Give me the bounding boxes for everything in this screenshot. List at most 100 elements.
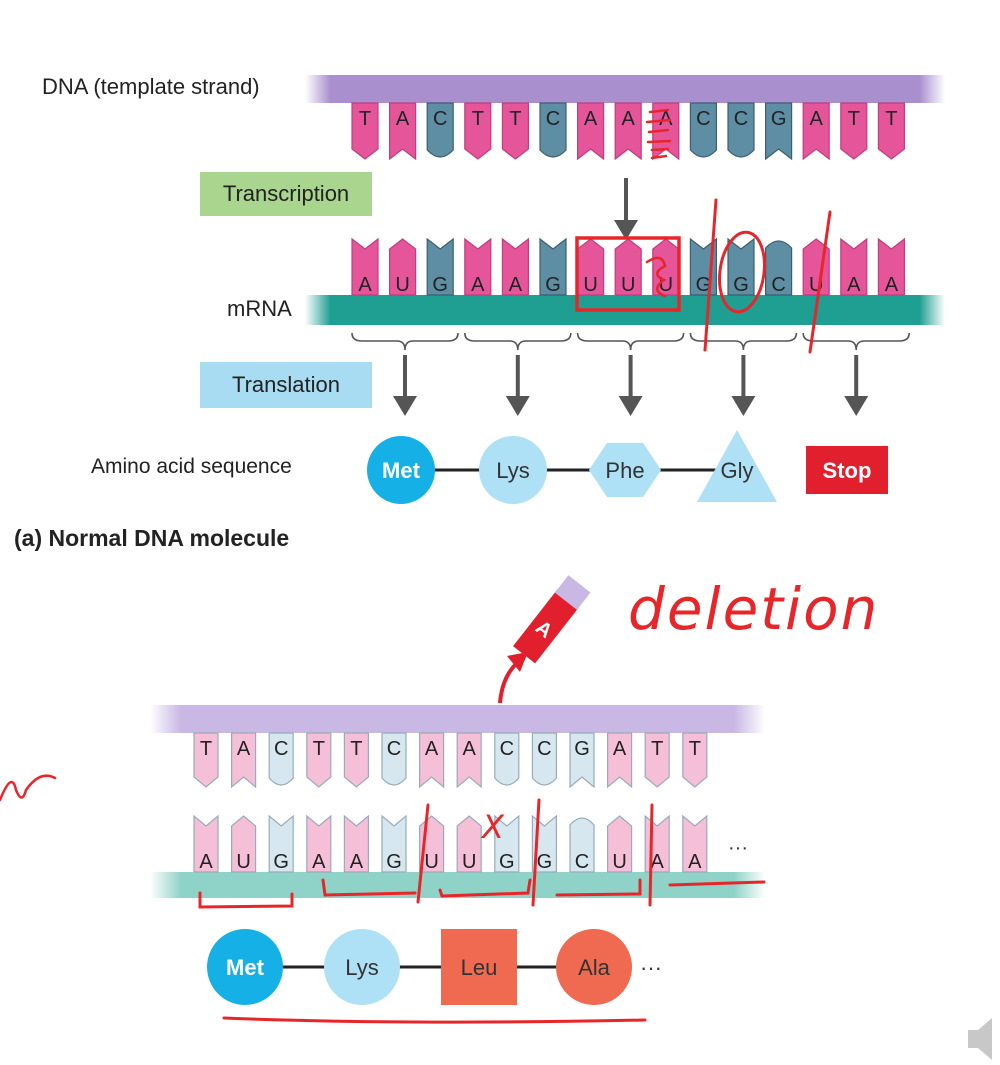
mutant-dna-base-12-shape: [607, 732, 633, 789]
translation-arrow-head-3: [618, 396, 643, 416]
mutant-dna-base-13-shape: [644, 732, 670, 788]
mutant-mrna-base-10-letter: G: [537, 851, 553, 873]
dna-template-label: DNA (template strand): [42, 74, 260, 99]
dna-base-5-letter: T: [509, 108, 521, 130]
mutant-dna-base-5-letter: T: [350, 738, 362, 760]
mrna-base-12-letter: C: [771, 274, 785, 296]
mutant-dna-base-14-shape: [682, 732, 708, 788]
dna-base-13: A: [802, 102, 830, 161]
amino-acid-sequence-label: Amino acid sequence: [91, 455, 292, 478]
dna-base-7: A: [577, 102, 605, 161]
dna-base-14-shape: [840, 102, 868, 160]
mrna-base-11-letter: G: [733, 274, 749, 296]
mrna-base-2-shape: [389, 238, 417, 296]
dna-base-9-letter: A: [659, 108, 673, 130]
mrna-base-3: G: [426, 237, 454, 296]
amino-acid-lys: Lys: [479, 436, 547, 504]
mutant-dna-base-4: T: [306, 732, 332, 788]
mutant-amino-acid-lys: Lys: [324, 929, 400, 1005]
mrna-base-1-letter: A: [358, 274, 372, 296]
mrna-base-4-letter: A: [471, 274, 485, 296]
mutant-dna-base-2-letter: A: [237, 738, 251, 760]
transcription-label: Transcription: [222, 181, 350, 206]
mutant-mrna-base-12: U: [607, 815, 633, 873]
mrna-base-6-letter: G: [545, 274, 561, 296]
dna-base-5: T: [501, 102, 529, 160]
mutant-mrna-base-9: G: [494, 814, 520, 873]
mutant-dna-base-1: T: [193, 732, 219, 788]
dna-base-2-shape: [389, 102, 417, 161]
mutant-dna-base-5-shape: [343, 732, 369, 788]
mrna-base-14-letter: A: [847, 274, 861, 296]
dna-base-3-shape: [426, 102, 454, 158]
amino-acid-met-label: Met: [382, 458, 421, 483]
mrna-base-11: G: [727, 237, 755, 296]
handwritten-annotations: [0, 108, 832, 1024]
mutant-mrna-base-8-letter: U: [462, 851, 476, 873]
amino-acid-stop: Stop: [806, 446, 888, 494]
mutant-dna-base-9-shape: [494, 732, 520, 786]
mutant-dna-base-6-shape: [381, 732, 407, 786]
mutant-mrna-base-1-letter: A: [199, 851, 213, 873]
mutant-dna-base-3-letter: C: [274, 738, 288, 760]
mutant-mrna-base-1-shape: [193, 814, 219, 873]
dna-base-10: C: [689, 102, 717, 158]
mrna-base-9-shape: [652, 238, 680, 296]
transcription-arrow-head: [614, 220, 638, 240]
mutant-mrna-base-14-letter: A: [688, 851, 702, 873]
mutant-mrna-base-13-letter: A: [651, 851, 665, 873]
dna-base-14: T: [840, 102, 868, 160]
mutant-amino-acid-leu: Leu: [441, 929, 517, 1005]
mutant-mrna-base-3-letter: G: [273, 851, 289, 873]
dna-base-7-shape: [577, 102, 605, 161]
panel-a-caption: (a) Normal DNA molecule: [14, 525, 290, 551]
mrna-base-8: U: [614, 238, 642, 296]
codon-brace-3: [576, 332, 685, 351]
codon-brace-1: [351, 332, 459, 351]
mutant-mrna-base-14-shape: [682, 814, 708, 873]
mutant-dna-base-1-shape: [193, 732, 219, 788]
translation-arrow-head-5: [844, 396, 869, 416]
mrna-base-15-shape: [877, 237, 905, 296]
dna-base-12-shape: [765, 102, 793, 161]
mutant-dna-base-13-letter: T: [651, 738, 663, 760]
mrna-base-15-letter: A: [885, 274, 899, 296]
mutant-mrna-base-8: U: [456, 815, 482, 873]
dna-base-15-shape: [877, 102, 905, 160]
dna-base-11-letter: C: [734, 108, 748, 130]
mutant-dna-base-6: C: [381, 732, 407, 786]
mutant-mrna-base-2-letter: U: [236, 851, 250, 873]
dna-base-10-shape: [689, 102, 717, 158]
mutant-mrna-base-12-shape: [607, 815, 633, 873]
dna-base-14-letter: T: [848, 108, 860, 130]
mutant-mrna-base-12-letter: U: [612, 851, 626, 873]
amino-acid-lys-label: Lys: [496, 458, 529, 483]
mutant-mrna-base-5-shape: [343, 814, 369, 873]
mutant-dna-base-2: A: [231, 732, 257, 789]
deleted-base-pointer: A: [513, 575, 591, 664]
translation-arrow-head-2: [505, 396, 530, 416]
amino-acid-gly: Gly: [697, 430, 777, 502]
mrna-base-10-letter: G: [696, 274, 712, 296]
mrna-base-2-letter: U: [395, 274, 409, 296]
mutant-mrna-base-3-shape: [268, 814, 294, 873]
mrna-ellipsis: ···: [728, 837, 748, 859]
mrna-base-3-letter: G: [432, 274, 448, 296]
mutant-dna-base-12: A: [607, 732, 633, 789]
mrna-base-6: G: [539, 237, 567, 296]
mutant-mrna-base-4: A: [306, 814, 332, 873]
mrna-base-1-shape: [351, 237, 379, 296]
mutant-amino-acid-ala: Ala: [556, 929, 632, 1005]
dna-base-1: T: [351, 102, 379, 160]
dna-base-6-shape: [539, 102, 567, 158]
mutant-dna-base-10-shape: [531, 732, 557, 786]
dna-base-2: A: [389, 102, 417, 161]
deletion-arrow: [498, 662, 518, 704]
mrna-base-6-shape: [539, 237, 567, 296]
mutant-amino-acid-leu-label: Leu: [461, 955, 498, 980]
deletion-arrow-head: [507, 652, 528, 672]
mutant-dna-base-4-letter: T: [313, 738, 325, 760]
mutant-mrna-base-6-shape: [381, 814, 407, 873]
mutant-dna-base-6-letter: C: [387, 738, 401, 760]
